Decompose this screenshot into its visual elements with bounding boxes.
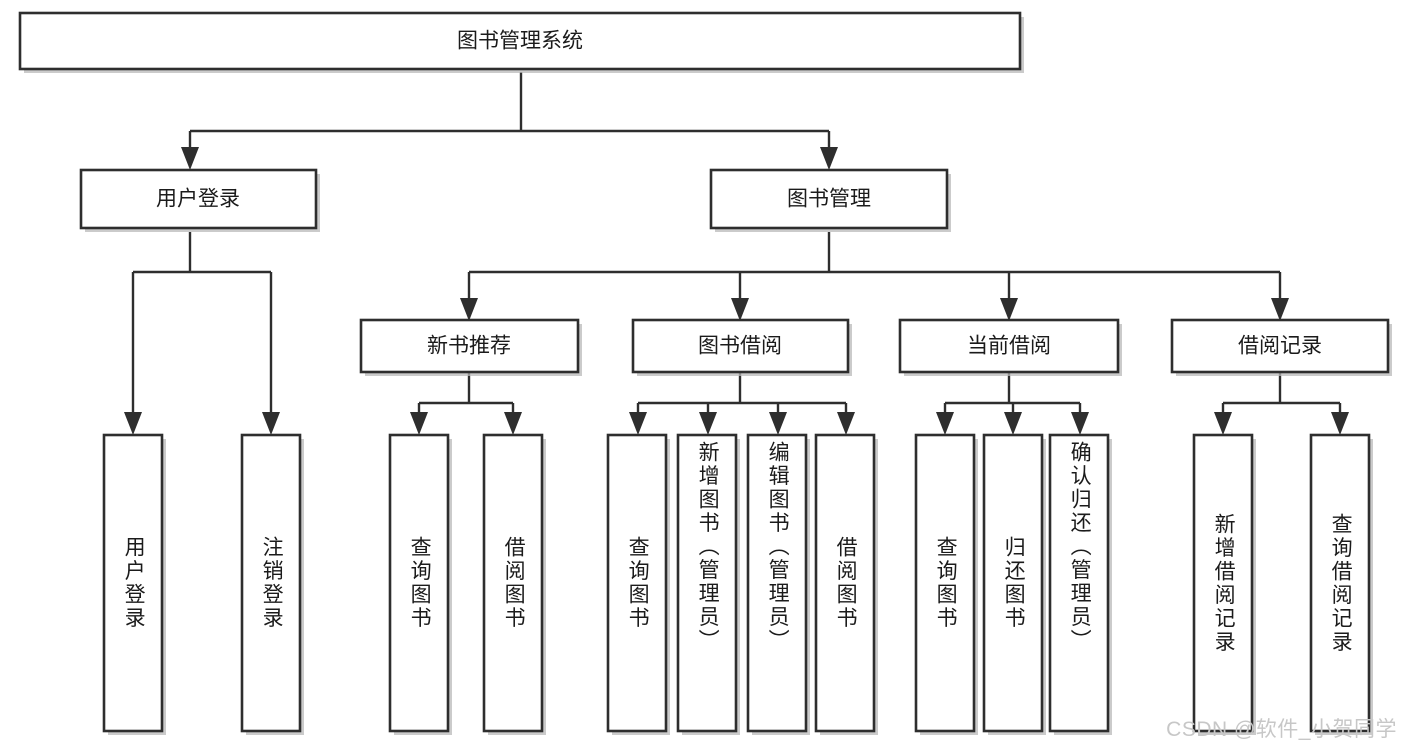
leaf-box-bb-add[interactable] [676, 433, 738, 733]
root-box[interactable] [18, 11, 1022, 71]
borrow-records-box[interactable] [1170, 318, 1390, 374]
arrow-leaf-logout [262, 412, 280, 435]
leaf-box-br-add[interactable] [1192, 433, 1254, 733]
book-manage-box[interactable] [709, 168, 949, 230]
current-borrow-box[interactable] [898, 318, 1120, 374]
leaf-box-cb-return[interactable] [982, 433, 1044, 733]
user-login-box[interactable] [79, 168, 318, 230]
book-borrow-box[interactable] [631, 318, 850, 374]
leaf-box-user-login[interactable] [102, 433, 164, 733]
node-book-manage[interactable]: 图书管理 [709, 168, 951, 232]
arrow-leaf-user-login [124, 412, 142, 435]
user-login-label: 用户登录 [156, 188, 240, 211]
arrow-bb-leaf-2 [699, 412, 717, 435]
arrow-cb-leaf-3 [1071, 412, 1089, 435]
leaf-box-nb-query[interactable] [388, 433, 450, 733]
current-borrow-label: 当前借阅 [967, 335, 1051, 358]
connector-layer [124, 72, 1349, 435]
arrow-nb-leaf-2 [504, 412, 522, 435]
arrow-bb-leaf-4 [837, 412, 855, 435]
arrow-br-leaf-1 [1214, 412, 1232, 435]
node-borrow-records[interactable]: 借阅记录 [1170, 318, 1392, 376]
arrow-user-login [181, 147, 199, 170]
csdn-watermark: CSDN @软件_小贺同学 [1166, 718, 1397, 741]
arrow-cb-leaf-2 [1004, 412, 1022, 435]
book-borrow-label: 图书借阅 [698, 335, 782, 358]
arrow-bb-leaf-3 [769, 412, 787, 435]
node-user-login[interactable]: 用户登录 [79, 168, 320, 232]
node-root[interactable]: 图书管理系统 [18, 11, 1024, 73]
leaf-box-br-query[interactable] [1309, 433, 1371, 733]
arrow-book-manage [820, 147, 838, 170]
node-new-book-recommend[interactable]: 新书推荐 [359, 318, 582, 376]
arrow-cb-leaf-1 [936, 412, 954, 435]
leaf-box-nb-borrow[interactable] [482, 433, 544, 733]
book-manage-label: 图书管理 [787, 188, 871, 211]
new-book-label: 新书推荐 [427, 335, 511, 358]
arrow-bb-leaf-1 [629, 412, 647, 435]
arrow-nb-leaf-1 [410, 412, 428, 435]
leaf-box-cb-query[interactable] [914, 433, 976, 733]
arrow-borrow-records [1271, 298, 1289, 321]
leaf-box-layer [102, 433, 1373, 735]
arrow-book-borrow [731, 298, 749, 321]
leaf-box-bb-query[interactable] [606, 433, 668, 733]
node-book-borrow[interactable]: 图书借阅 [631, 318, 852, 376]
arrow-new-book [460, 298, 478, 321]
new-book-box[interactable] [359, 318, 580, 374]
leaf-box-bb-borrow[interactable] [814, 433, 876, 733]
root-label: 图书管理系统 [457, 30, 583, 53]
node-current-borrow[interactable]: 当前借阅 [898, 318, 1122, 376]
arrow-current-borrow [1000, 298, 1018, 321]
arrow-br-leaf-2 [1331, 412, 1349, 435]
leaf-box-bb-edit[interactable] [746, 433, 808, 733]
leaf-box-cb-confirm[interactable] [1048, 433, 1110, 733]
borrow-records-label: 借阅记录 [1238, 335, 1322, 358]
leaf-box-logout[interactable] [240, 433, 302, 733]
